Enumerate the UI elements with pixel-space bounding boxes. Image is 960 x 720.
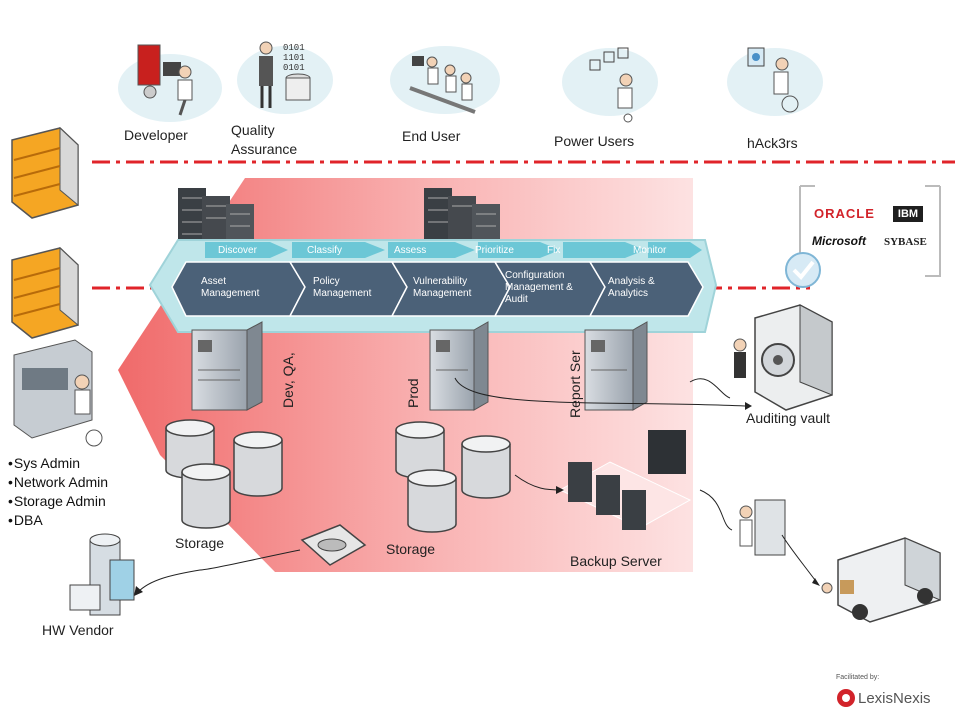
microsoft-logo: Microsoft <box>812 234 866 248</box>
hw-vendor-label: HW Vendor <box>42 622 114 638</box>
firewall-icon <box>11 246 79 339</box>
auditing-vault-label: Auditing vault <box>746 410 831 426</box>
step-assess: Assess <box>394 245 427 256</box>
svg-text:0101: 0101 <box>283 43 305 53</box>
report-server-label: Report Ser <box>567 350 583 418</box>
stage-policy-management: Policy Management <box>313 276 372 299</box>
prod-server-icon <box>429 321 489 411</box>
backup-server-icon <box>568 430 686 530</box>
admin-list: Sys Admin Network Admin Storage Admin DB… <box>8 454 108 530</box>
oracle-logo: ORACLE <box>814 206 875 221</box>
storage-label: Storage <box>386 541 436 557</box>
power-users-icon <box>562 47 658 123</box>
lexisnexis-logo-icon <box>837 689 855 707</box>
developer-label: Developer <box>124 127 188 143</box>
firewall-icon <box>11 126 79 219</box>
svg-text:0101: 0101 <box>283 63 305 73</box>
power-users-label: Power Users <box>554 133 635 149</box>
hackers-icon <box>727 47 823 116</box>
report-server-icon <box>584 321 648 411</box>
admin-item: DBA <box>8 511 108 530</box>
step-classify: Classify <box>307 245 343 256</box>
svg-text:1101: 1101 <box>283 53 305 63</box>
process-arrows <box>205 242 702 258</box>
step-monitor: Monitor <box>633 245 667 256</box>
quality-assurance-icon: 0101 1101 0101 <box>237 41 333 114</box>
sybase-logo: SYBASE <box>884 236 927 248</box>
lexisnexis-label: LexisNexis <box>858 690 931 707</box>
storage-label: Storage <box>175 535 225 551</box>
step-discover: Discover <box>218 245 257 256</box>
storage-icon <box>165 419 283 529</box>
quality-assurance-label: Quality Assurance <box>231 122 298 157</box>
backup-server-label: Backup Server <box>570 553 662 569</box>
step-fix: Fix <box>547 245 561 256</box>
admin-workstation-icon <box>13 339 103 447</box>
stage-asset-management: Asset Management <box>201 276 260 299</box>
stage-vulnerability-management: Vulnerability Management <box>413 276 472 299</box>
vendor-bracket <box>925 185 941 277</box>
stage-chevrons <box>171 261 704 317</box>
facilitated-by-label: Facilitated by: <box>836 674 880 681</box>
hw-vendor-booth-icon <box>69 533 135 616</box>
dev-qa-server-label: Dev, QA, <box>280 352 296 408</box>
hackers-label: hAck3rs <box>747 135 798 151</box>
storage-icon <box>395 421 511 533</box>
ibm-logo: IBM <box>893 206 923 222</box>
arrowheads <box>134 402 820 596</box>
admin-item: Storage Admin <box>8 492 108 511</box>
delivery-truck-icon <box>821 537 941 623</box>
developer-icon <box>118 44 222 122</box>
admin-item: Network Admin <box>8 473 108 492</box>
prod-server-label: Prod <box>405 378 421 408</box>
stage-analysis-analytics: Analysis & Analytics <box>608 276 655 299</box>
hard-disk-icon <box>300 524 367 566</box>
dev-qa-server-icon <box>191 321 263 411</box>
end-user-icon <box>390 46 500 114</box>
end-user-label: End User <box>402 128 461 144</box>
admin-item: Sys Admin <box>8 454 108 473</box>
vault-icon <box>733 304 833 411</box>
checkmark-icon <box>785 252 821 288</box>
stage-configuration-management: Configuration Management & Audit <box>505 270 573 305</box>
delivery-person-icon <box>739 499 786 556</box>
step-prioritize: Prioritize <box>475 245 514 256</box>
